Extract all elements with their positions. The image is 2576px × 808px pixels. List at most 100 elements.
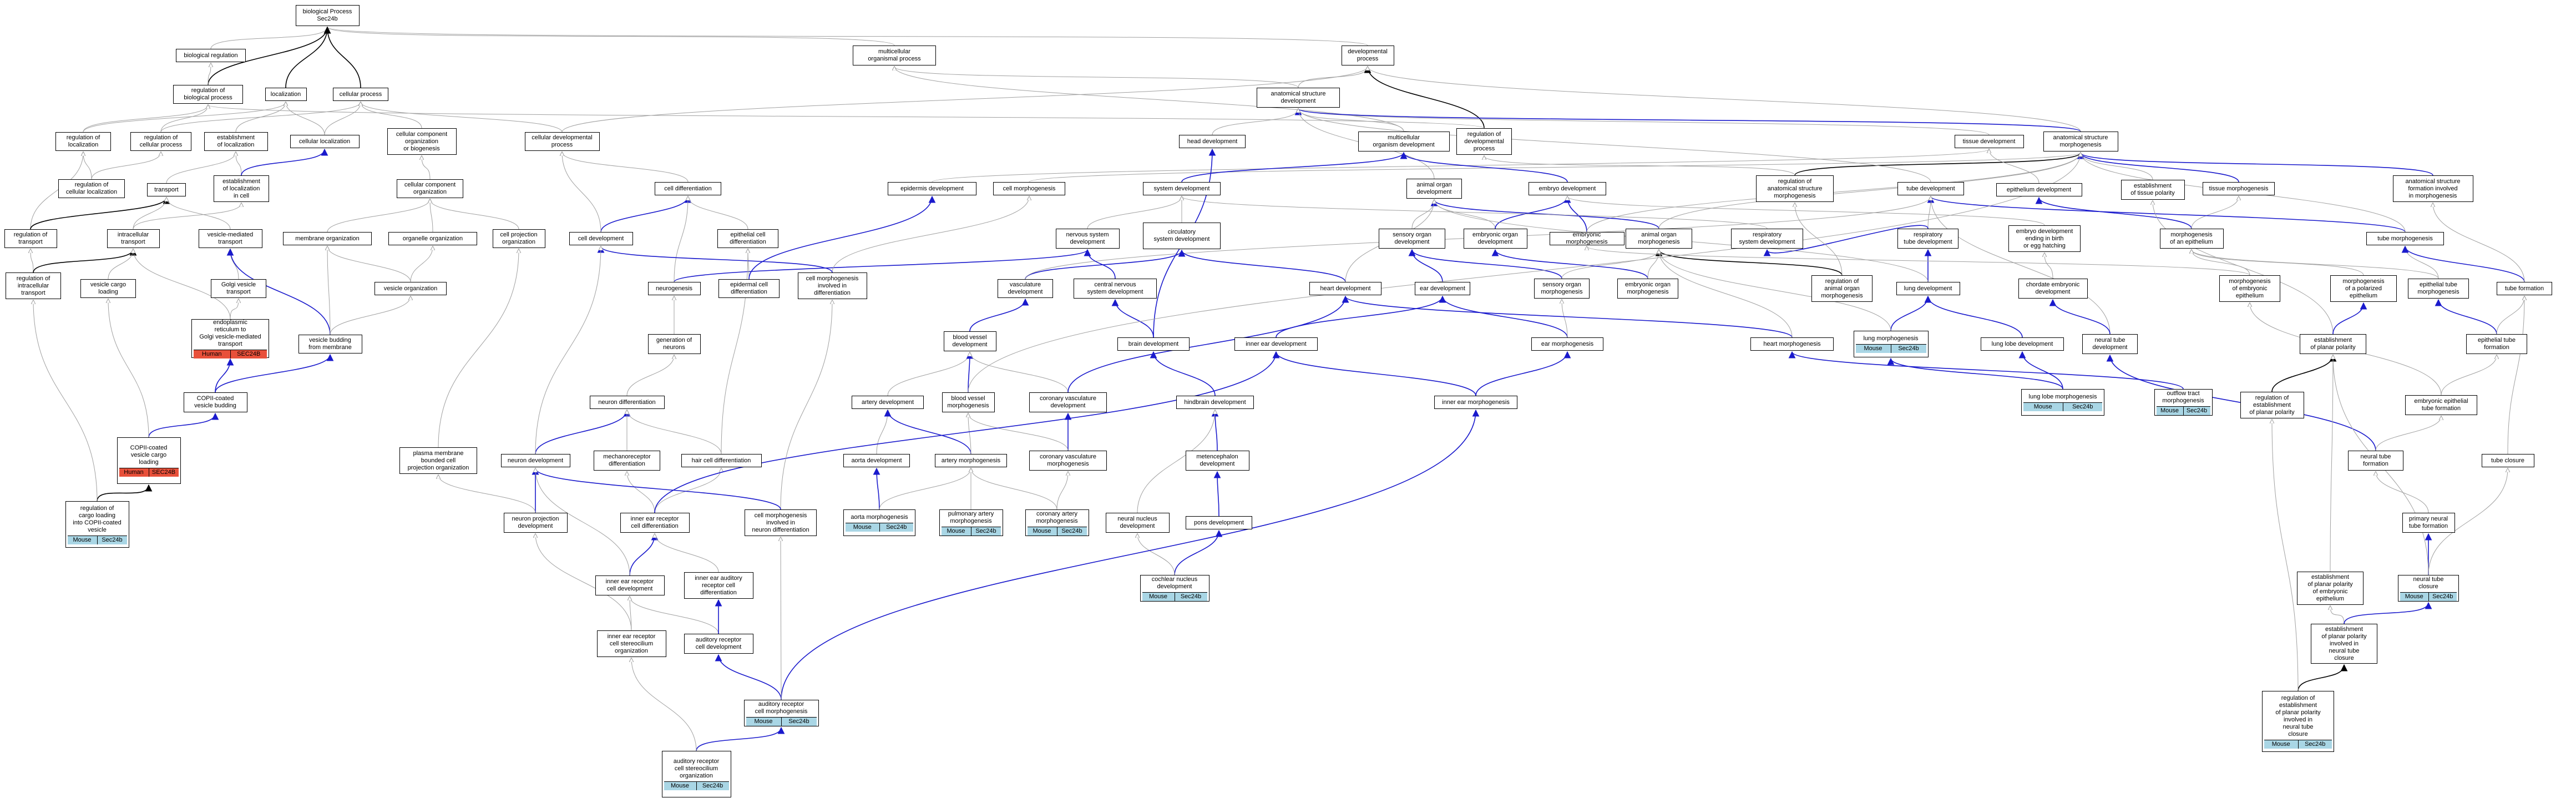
go-term-vbfm[interactable]: vesicle budding from membrane	[298, 335, 362, 354]
go-term-mop[interactable]: multicellular organismal process	[853, 46, 936, 65]
go-term-elocc[interactable]: establishment of localization in cell	[214, 175, 269, 202]
go-term-hbd[interactable]: hindbrain development	[1176, 396, 1254, 409]
go-term-metdev[interactable]: metencephalon development	[1185, 451, 1249, 471]
go-term-repp[interactable]: regulation of establishment of planar po…	[2240, 392, 2304, 418]
go-term-moe[interactable]: morphogenesis of an epithelium	[2159, 229, 2224, 249]
go-term-epp_emb[interactable]: establishment of planar polarity of embr…	[2297, 572, 2364, 605]
go-term-cnsd[interactable]: central nervous system development	[1074, 279, 1157, 299]
go-term-eahcd[interactable]: inner ear auditory receptor cell differe…	[684, 572, 753, 599]
go-term-rasm[interactable]: regulation of anatomical structure morph…	[1756, 175, 1834, 202]
go-term-rcl[interactable]: regulation of cargo loading into COPII-c…	[65, 501, 129, 548]
go-term-lldev[interactable]: lung lobe development	[1981, 337, 2064, 351]
go-term-bp[interactable]: biological Process Sec24b	[295, 5, 360, 26]
go-term-celldev[interactable]: cell development	[569, 232, 633, 245]
go-term-ponsdev[interactable]: pons development	[1186, 516, 1252, 529]
go-term-ced[interactable]: chordate embryonic development	[2018, 279, 2088, 299]
go-term-neurdev[interactable]: neuron development	[500, 454, 570, 467]
go-term-aod[interactable]: animal organ development	[1406, 179, 1462, 199]
go-term-cpo[interactable]: cell projection organization	[492, 229, 545, 248]
go-term-lungdev[interactable]: lung development	[1896, 282, 1960, 295]
go-term-mrd[interactable]: mechanoreceptor differentiation	[594, 451, 660, 471]
go-term-vmt[interactable]: vesicle-mediated transport	[198, 229, 262, 248]
go-term-rsd[interactable]: respiratory system development	[1731, 229, 1803, 249]
go-term-artdev[interactable]: artery development	[852, 396, 924, 409]
go-term-celldiff[interactable]: cell differentiation	[655, 182, 721, 195]
go-term-iem[interactable]: inner ear morphogenesis	[1434, 396, 1517, 409]
go-term-earmorph[interactable]: ear morphogenesis	[1531, 337, 1603, 351]
go-term-iercd[interactable]: inner ear receptor cell differentiation	[620, 513, 690, 533]
go-term-ictrans[interactable]: intracellular transport	[107, 229, 160, 248]
go-term-tissmorph[interactable]: tissue morphogenesis	[2203, 182, 2275, 195]
go-term-sorgm[interactable]: sensory organ morphogenesis	[1534, 279, 1590, 299]
go-term-edbe[interactable]: embryo development ending in birth or eg…	[2008, 225, 2081, 252]
go-term-asm[interactable]: anatomical structure morphogenesis	[2043, 132, 2118, 152]
go-term-sysdev[interactable]: system development	[1143, 182, 1221, 195]
go-term-etf[interactable]: epithelial tube formation	[2466, 334, 2527, 354]
go-term-cco[interactable]: cellular component organization	[397, 179, 463, 198]
go-term-cloc[interactable]: cellular localization	[290, 135, 360, 148]
go-term-cdp[interactable]: cellular developmental process	[524, 132, 600, 151]
go-term-aom[interactable]: animal organ morphogenesis	[1626, 229, 1692, 249]
go-term-neurdiff[interactable]: neuron differentiation	[589, 396, 665, 409]
go-term-epp[interactable]: establishment of planar polarity	[2300, 334, 2366, 354]
go-term-meme[interactable]: morphogenesis of embryonic epithelium	[2219, 275, 2280, 302]
go-term-cvm[interactable]: coronary vasculature morphogenesis	[1029, 451, 1107, 471]
go-term-pntf[interactable]: primary neural tube formation	[2402, 513, 2455, 533]
go-term-cmnd[interactable]: cell morphogenesis involved in different…	[797, 272, 867, 299]
go-term-devp[interactable]: developmental process	[1341, 46, 1394, 65]
go-term-arcd[interactable]: auditory receptor cell development	[684, 634, 753, 654]
go-term-tubeform[interactable]: tube formation	[2497, 282, 2552, 295]
go-term-ccob[interactable]: cellular component organization or bioge…	[387, 128, 457, 155]
go-term-tissdev[interactable]: tissue development	[1954, 135, 2024, 148]
go-term-estp[interactable]: establishment of tissue polarity	[2120, 180, 2185, 200]
go-term-nnd[interactable]: neural nucleus development	[1105, 513, 1170, 533]
go-term-artm[interactable]: artery morphogenesis	[935, 454, 1007, 467]
go-term-tubedev[interactable]: tube development	[1897, 182, 1964, 195]
go-term-eorgm[interactable]: embryonic organ morphogenesis	[1617, 279, 1678, 299]
go-term-rclo[interactable]: regulation of cellular localization	[58, 179, 125, 198]
go-term-bvd[interactable]: blood vessel development	[943, 331, 996, 351]
go-term-epp_ntc[interactable]: establishment of planar polarity involve…	[2311, 624, 2377, 664]
go-term-cellmorph[interactable]: cell morphogenesis	[993, 182, 1065, 195]
go-term-neurogen[interactable]: neurogenesis	[647, 282, 701, 295]
go-term-vcl[interactable]: vesicle cargo loading	[80, 279, 136, 298]
go-term-cellp[interactable]: cellular process	[333, 88, 388, 101]
go-term-heartmorph[interactable]: heart morphogenesis	[1750, 337, 1834, 351]
go-term-copii_bud[interactable]: COPII-coated vesicle budding	[183, 392, 247, 412]
go-term-braindev[interactable]: brain development	[1117, 337, 1190, 351]
go-term-headdev[interactable]: head development	[1179, 135, 1246, 148]
go-term-cvd[interactable]: coronary vasculature development	[1029, 392, 1107, 412]
go-term-eardev[interactable]: ear development	[1415, 282, 1470, 295]
go-term-circ[interactable]: circulatory system development	[1143, 223, 1221, 249]
go-term-eetf[interactable]: embryonic epithelial tube formation	[2405, 395, 2477, 415]
go-term-breg[interactable]: biological regulation	[176, 49, 246, 62]
go-term-erg[interactable]: endoplasmic reticulum to Golgi vesicle-m…	[191, 319, 269, 358]
go-term-embmorph[interactable]: embryonic morphogenesis	[1549, 231, 1624, 245]
go-term-rdp[interactable]: regulation of developmental process	[1456, 128, 1512, 155]
go-term-rtd[interactable]: respiratory tube development	[1897, 229, 1958, 249]
go-term-vesorg[interactable]: vesicle organization	[374, 282, 447, 295]
go-term-cmnnd[interactable]: cell morphogenesis involved in neuron di…	[745, 509, 817, 536]
go-term-eloc[interactable]: establishment of localization	[204, 132, 268, 151]
go-term-ierdev[interactable]: inner ear receptor cell development	[595, 575, 665, 595]
go-term-tubemorph[interactable]: tube morphogenesis	[2366, 232, 2444, 245]
go-term-iersco[interactable]: inner ear receptor cell stereocilium org…	[596, 630, 666, 657]
go-term-heartdev[interactable]: heart development	[1309, 282, 1381, 295]
go-term-ieardev[interactable]: inner ear development	[1234, 337, 1318, 351]
go-term-embdev[interactable]: embryo development	[1529, 182, 1606, 195]
go-term-mod[interactable]: multicellular organism development	[1358, 132, 1450, 152]
go-term-pmbc[interactable]: plasma membrane bounded cell projection …	[399, 447, 477, 474]
go-term-rcp[interactable]: regulation of cellular process	[130, 132, 191, 151]
go-term-hcd[interactable]: hair cell differentiation	[681, 454, 762, 467]
go-term-rloc[interactable]: regulation of localization	[55, 132, 111, 151]
go-term-rbp[interactable]: regulation of biological process	[173, 85, 243, 104]
